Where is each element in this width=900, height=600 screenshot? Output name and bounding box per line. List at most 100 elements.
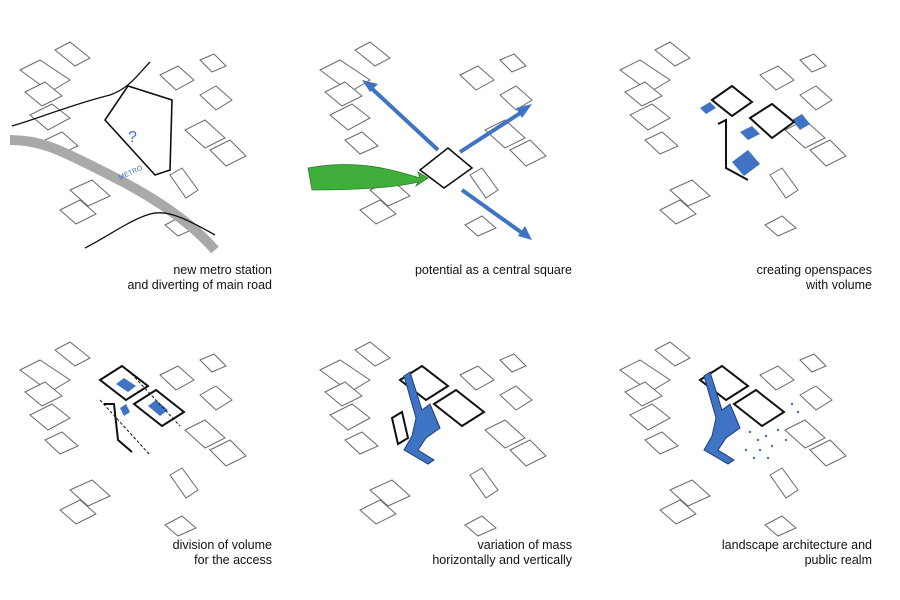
tree-dots xyxy=(744,402,800,460)
context-building xyxy=(654,41,691,67)
access-blue xyxy=(120,404,130,416)
context-building xyxy=(764,215,797,237)
context-building xyxy=(324,81,363,107)
context-building xyxy=(509,439,547,467)
context-building xyxy=(769,167,799,199)
panel-metro-station: ? METRO new metro station and diverting … xyxy=(0,0,300,300)
context-building xyxy=(809,439,847,467)
context-building xyxy=(24,81,63,107)
site-diagram-2 xyxy=(307,41,547,240)
caption-5-line-2: horizontally and vertically xyxy=(432,553,572,567)
caption-2-line-1: potential as a central square xyxy=(414,263,572,277)
caption-1-line-1: new metro station xyxy=(173,263,272,277)
context-building xyxy=(759,365,795,391)
context-building xyxy=(469,467,499,499)
context-building xyxy=(29,103,71,131)
access-line-1 xyxy=(99,399,151,456)
context-building xyxy=(669,179,711,207)
site-diagram-6 xyxy=(619,341,847,537)
context-building xyxy=(484,119,526,149)
context-building xyxy=(799,53,827,73)
context-building xyxy=(654,341,691,367)
caption-3: creating openspaces with volume xyxy=(757,263,872,293)
caption-3-line-2: with volume xyxy=(806,278,872,292)
courtyard-b xyxy=(148,400,168,416)
openspace-2 xyxy=(792,114,810,130)
caption-6: landscape architecture and public realm xyxy=(722,538,872,568)
context-building xyxy=(624,81,663,107)
context-building xyxy=(629,403,671,431)
context-building xyxy=(44,431,79,455)
context-building xyxy=(799,85,833,111)
caption-5-line-1: variation of mass xyxy=(477,538,572,552)
context-building xyxy=(624,381,663,407)
volume-3 xyxy=(717,118,749,181)
caption-1: new metro station and diverting of main … xyxy=(127,263,272,293)
context-building xyxy=(459,65,495,91)
metro-label: METRO xyxy=(118,165,144,182)
context-building xyxy=(354,341,391,367)
panel-openspaces: creating openspaces with volume xyxy=(600,0,900,300)
context-building xyxy=(799,385,833,411)
caption-2: potential as a central square xyxy=(415,263,572,278)
context-building xyxy=(799,353,827,373)
access-line-2 xyxy=(127,369,181,427)
blue-arrow-ne xyxy=(458,108,527,154)
blue-arrow-se xyxy=(460,188,527,237)
context-building xyxy=(329,103,371,131)
context-building xyxy=(644,131,679,155)
blue-arrow-nw-head xyxy=(362,80,378,92)
context-building xyxy=(459,365,495,391)
context-building xyxy=(169,467,199,499)
context-building xyxy=(164,515,197,537)
context-building xyxy=(159,365,195,391)
site-diagram-1: ? METRO xyxy=(9,41,247,254)
context-building xyxy=(764,515,797,537)
green-arrow xyxy=(307,164,429,191)
panel-central-square: potential as a central square xyxy=(300,0,600,300)
site-diagram-3 xyxy=(619,41,847,237)
context-building xyxy=(354,41,391,67)
caption-3-line-1: creating openspaces xyxy=(756,263,872,277)
blue-arrow-ne-head xyxy=(516,104,532,118)
site-diagram-5 xyxy=(319,341,547,537)
context-building xyxy=(499,385,533,411)
landscape-mass-b xyxy=(732,388,786,428)
diverted-road xyxy=(9,135,219,254)
volume-1 xyxy=(710,84,754,118)
context-building xyxy=(54,341,91,367)
context-building xyxy=(184,119,226,149)
caption-6-line-1: landscape architecture and xyxy=(721,538,872,552)
tower-block xyxy=(390,410,410,446)
context-building xyxy=(464,515,497,537)
road-edge-lower xyxy=(84,212,216,249)
panel-division-volume: division of volume for the access xyxy=(0,300,300,600)
courtyard-a xyxy=(116,378,136,392)
caption-1-line-2: and diverting of main road xyxy=(127,278,272,292)
context-building xyxy=(369,479,411,507)
context-building xyxy=(669,479,711,507)
context-building xyxy=(24,381,63,407)
caption-4-line-1: division of volume xyxy=(172,538,272,552)
openspace-3 xyxy=(740,126,760,140)
context-building xyxy=(659,499,697,525)
site-outline xyxy=(103,85,173,176)
context-building xyxy=(69,179,111,207)
context-building xyxy=(629,103,671,131)
context-building xyxy=(659,199,697,225)
mass-b xyxy=(432,388,486,428)
context-building xyxy=(199,85,233,111)
context-building xyxy=(169,167,199,199)
context-building xyxy=(59,199,97,225)
openspace-4 xyxy=(732,150,760,176)
context-building xyxy=(199,385,233,411)
road-edge xyxy=(11,61,151,127)
blue-arrow-nw xyxy=(366,83,440,152)
caption-5: variation of mass horizontally and verti… xyxy=(432,538,572,568)
context-building xyxy=(769,467,799,499)
context-building xyxy=(209,139,247,167)
context-building xyxy=(484,419,526,449)
context-building xyxy=(499,353,527,373)
context-building xyxy=(464,215,497,237)
context-building xyxy=(359,499,397,525)
